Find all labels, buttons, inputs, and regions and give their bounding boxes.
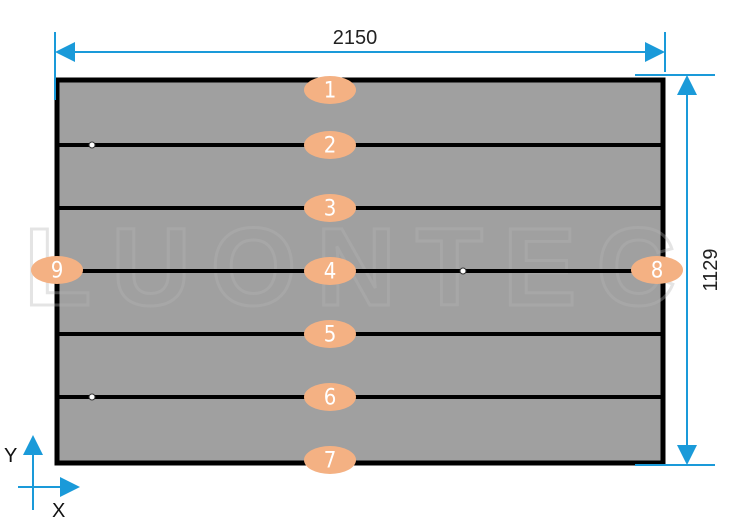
marker-label: 1: [324, 79, 337, 104]
marker-badge: [304, 383, 356, 411]
marker-8: 8: [631, 256, 683, 284]
marker-label: 5: [324, 323, 337, 348]
fixing-point: [459, 267, 467, 275]
marker-badge: [631, 256, 683, 284]
dim-height-text: 1129: [700, 248, 722, 291]
marker-label: 3: [324, 197, 337, 222]
marker-1: 1: [304, 76, 356, 104]
marker-badge: [304, 320, 356, 348]
marker-label: 8: [651, 259, 664, 284]
y-axis-label: Y: [4, 445, 17, 467]
marker-label: 9: [51, 259, 64, 284]
marker-5: 5: [304, 320, 356, 348]
marker-badge: [304, 194, 356, 222]
marker-badge: [304, 446, 356, 474]
marker-7: 7: [304, 446, 356, 474]
marker-label: 4: [324, 260, 337, 285]
marker-6: 6: [304, 383, 356, 411]
marker-badge: [304, 76, 356, 104]
watermark: LUONTEC: [24, 206, 696, 329]
marker-label: 2: [324, 134, 337, 159]
dim-width-text: 2150: [333, 27, 378, 49]
fixing-point: [88, 393, 96, 401]
marker-4: 4: [304, 257, 356, 285]
marker-label: 7: [324, 449, 337, 474]
marker-9: 9: [31, 256, 83, 284]
fixing-point: [88, 141, 96, 149]
marker-badge: [31, 256, 83, 284]
marker-badge: [304, 257, 356, 285]
marker-badge: [304, 131, 356, 159]
x-axis-label: X: [52, 500, 65, 522]
marker-2: 2: [304, 131, 356, 159]
marker-label: 6: [324, 386, 337, 411]
marker-3: 3: [304, 194, 356, 222]
